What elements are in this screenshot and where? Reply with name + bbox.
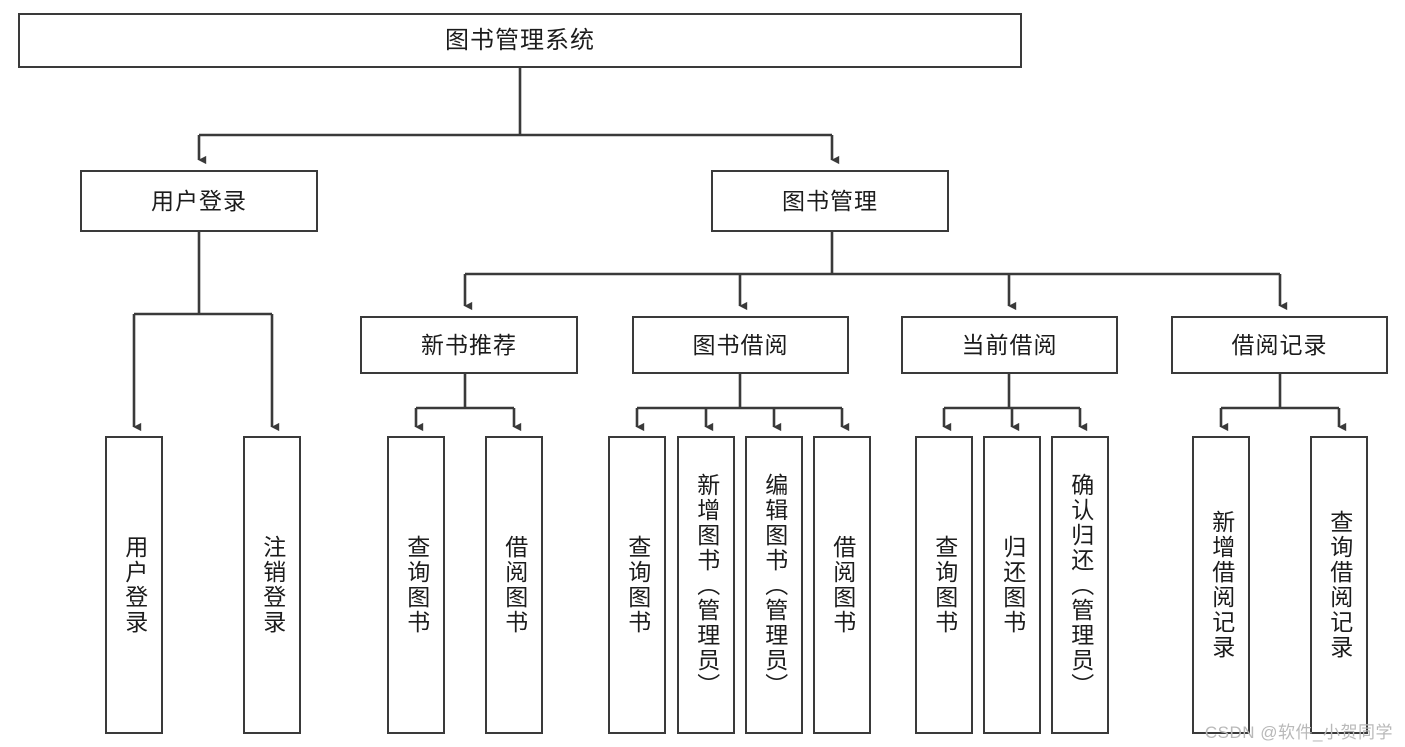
node-user-login[interactable]: 用户登录 [80,170,318,232]
node-label: 新书推荐 [421,331,517,358]
node-label: 当前借阅 [961,331,1058,358]
node-label: 查询借阅记录 [1326,510,1353,660]
node-label: 新增图书（管理员） [693,472,720,698]
leaf-add-borrow-record[interactable]: 新增借阅记录 [1192,436,1250,734]
leaf-query-book-recommend[interactable]: 查询图书 [387,436,445,734]
node-label: 用户登录 [151,187,247,214]
leaf-borrow-book-recommend[interactable]: 借阅图书 [485,436,543,734]
leaf-user-login[interactable]: 用户登录 [105,436,163,734]
node-label: 编辑图书（管理员） [761,472,788,698]
node-label: 借阅图书 [501,535,528,635]
leaf-query-book-current[interactable]: 查询图书 [915,436,973,734]
node-label: 图书借阅 [692,331,789,358]
node-label: 查询图书 [403,535,430,635]
node-label: 借阅图书 [829,535,856,635]
node-label: 图书管理 [782,187,878,214]
node-label: 确认归还（管理员） [1067,472,1094,698]
node-label: 新增借阅记录 [1208,510,1235,660]
node-label: 查询图书 [624,535,651,635]
node-current-borrow[interactable]: 当前借阅 [901,316,1118,374]
node-label: 注销登录 [259,535,286,635]
leaf-query-book-borrow[interactable]: 查询图书 [608,436,666,734]
node-label: 图书管理系统 [445,26,595,54]
leaf-edit-book-admin[interactable]: 编辑图书（管理员） [745,436,803,734]
leaf-query-borrow-record[interactable]: 查询借阅记录 [1310,436,1368,734]
leaf-logout-login[interactable]: 注销登录 [243,436,301,734]
leaf-borrow-book[interactable]: 借阅图书 [813,436,871,734]
node-book-management[interactable]: 图书管理 [711,170,949,232]
leaf-add-book-admin[interactable]: 新增图书（管理员） [677,436,735,734]
watermark-text: CSDN @软件_小贺同学 [1204,723,1393,742]
node-label: 查询图书 [931,535,958,635]
node-label: 用户登录 [121,535,148,635]
leaf-return-book[interactable]: 归还图书 [983,436,1041,734]
node-new-book-recommend[interactable]: 新书推荐 [360,316,578,374]
node-book-borrow[interactable]: 图书借阅 [632,316,849,374]
node-root-book-management-system[interactable]: 图书管理系统 [18,13,1022,68]
leaf-confirm-return-admin[interactable]: 确认归还（管理员） [1051,436,1109,734]
node-label: 借阅记录 [1231,331,1328,358]
node-label: 归还图书 [999,535,1026,635]
node-borrow-record[interactable]: 借阅记录 [1171,316,1388,374]
